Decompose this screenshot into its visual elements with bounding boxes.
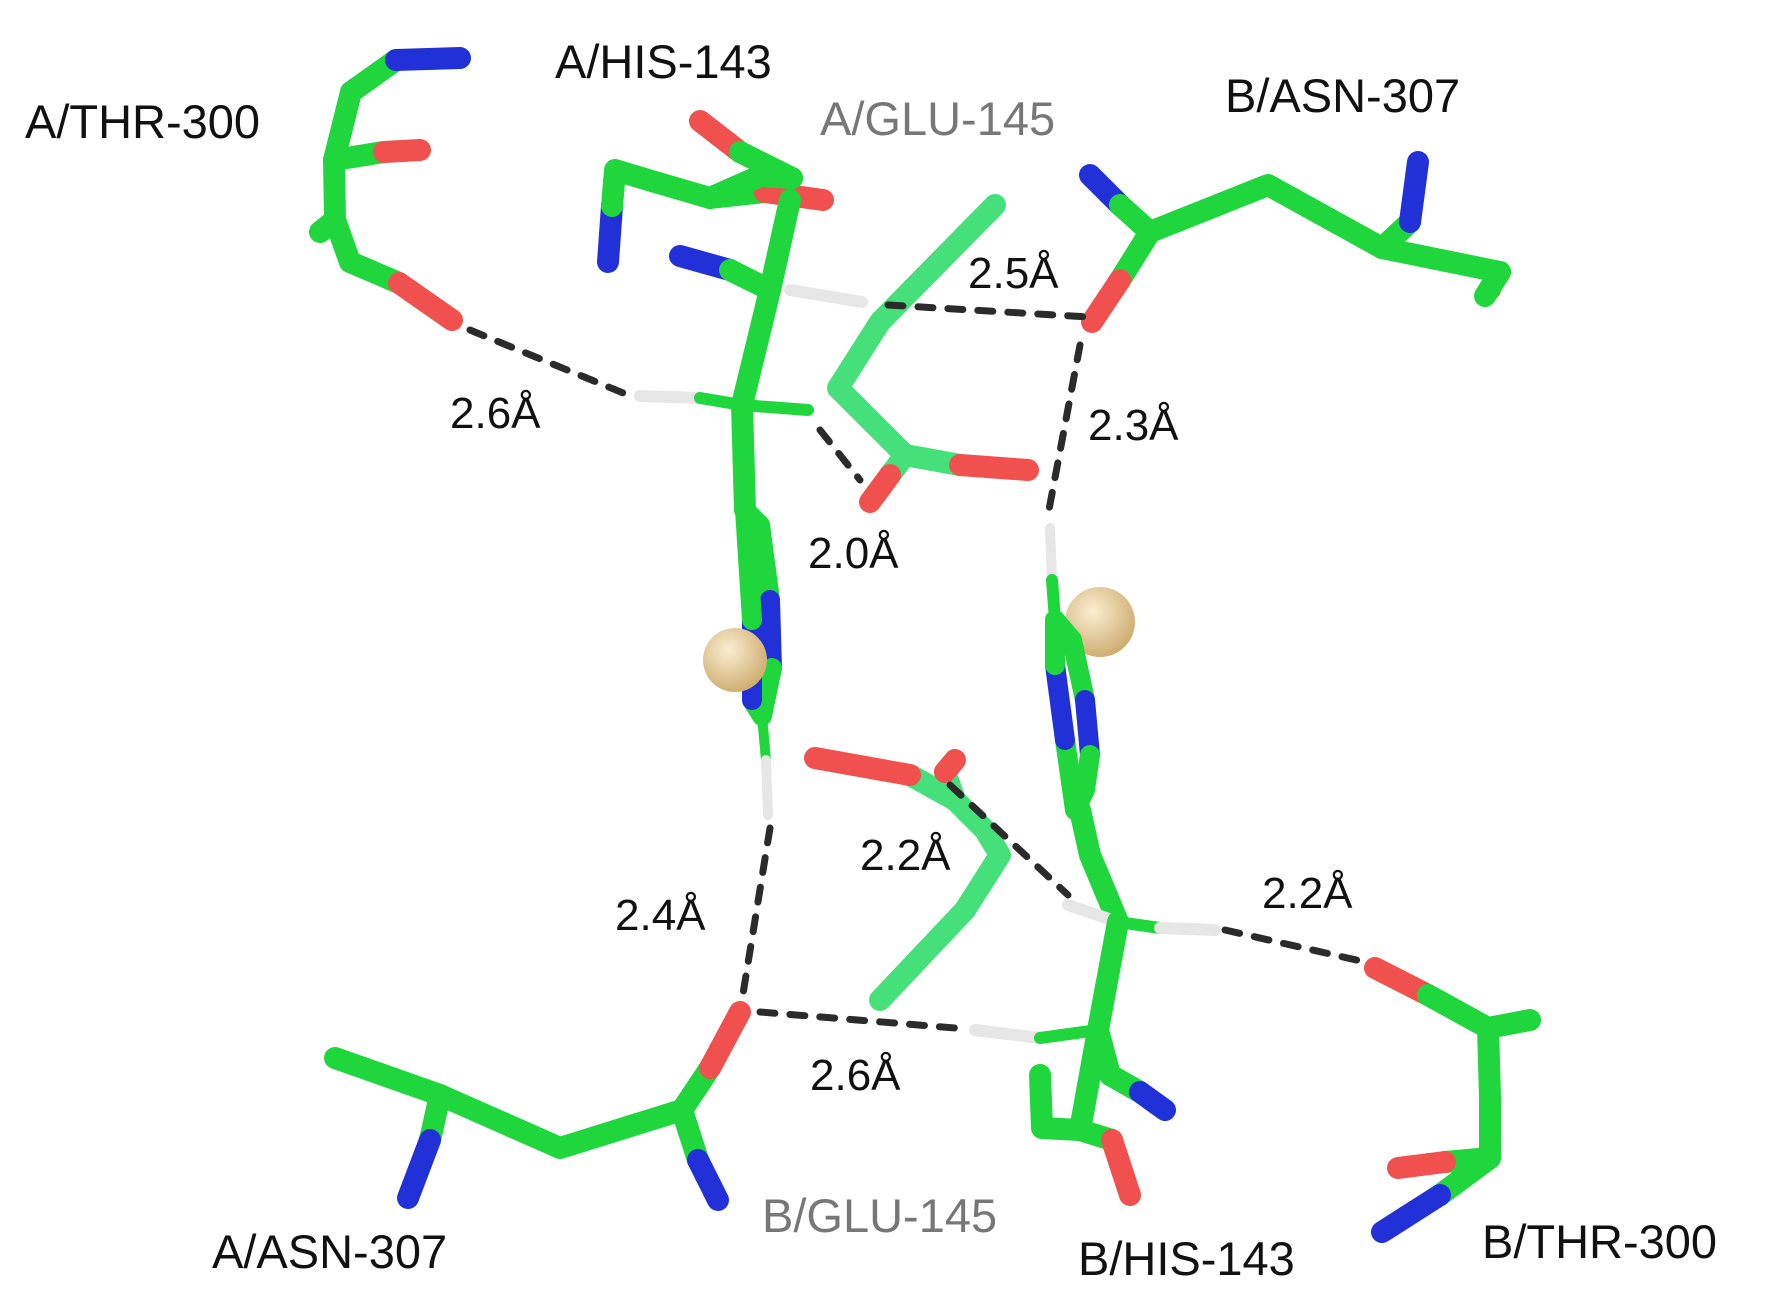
distance-label: 2.0Å bbox=[808, 529, 899, 578]
label-b-glu145: B/GLU-145 bbox=[762, 1189, 997, 1242]
residue-a-asn307 bbox=[324, 1001, 751, 1211]
hbond-2-6-top bbox=[466, 326, 632, 399]
hbond-2-2-left bbox=[946, 781, 1072, 899]
distance-label: 2.4Å bbox=[615, 891, 706, 940]
label-b-thr300: B/THR-300 bbox=[1482, 1215, 1717, 1268]
metal-ion-b bbox=[1065, 587, 1135, 657]
residue-a-thr300 bbox=[309, 47, 471, 331]
distance-label: 2.6Å bbox=[450, 389, 541, 438]
residue-a-glu145 bbox=[827, 194, 1039, 513]
hbond-2-2-right bbox=[1221, 926, 1369, 966]
distance-label: 2.2Å bbox=[860, 831, 951, 880]
residue-b-his143 bbox=[969, 523, 1221, 1206]
label-b-asn307: B/ASN-307 bbox=[1225, 69, 1460, 122]
label-a-his143: A/HIS-143 bbox=[555, 35, 772, 88]
metal-ion-a bbox=[703, 628, 767, 692]
distance-label: 2.2Å bbox=[1262, 869, 1353, 918]
label-a-asn307: A/ASN-307 bbox=[212, 1225, 447, 1278]
hbond-2-0 bbox=[816, 426, 864, 484]
label-b-his143: B/HIS-143 bbox=[1078, 1232, 1295, 1285]
residue-b-thr300 bbox=[1364, 957, 1541, 1243]
hbond-2-5 bbox=[884, 301, 1092, 321]
hydrogen-bonds bbox=[466, 301, 1369, 1032]
hbond-2-6-bottom bbox=[756, 1008, 959, 1032]
label-a-glu145: A/GLU-145 bbox=[820, 92, 1055, 145]
residue-b-asn307 bbox=[1079, 151, 1511, 333]
distance-label: 2.5Å bbox=[968, 249, 1059, 298]
distance-label: 2.3Å bbox=[1088, 401, 1179, 450]
hbond-2-4 bbox=[738, 824, 774, 1004]
distance-label: 2.6Å bbox=[810, 1051, 901, 1100]
hbond-2-3 bbox=[1044, 341, 1084, 519]
label-a-thr300: A/THR-300 bbox=[25, 95, 260, 148]
residue-a-his143 bbox=[597, 110, 868, 820]
